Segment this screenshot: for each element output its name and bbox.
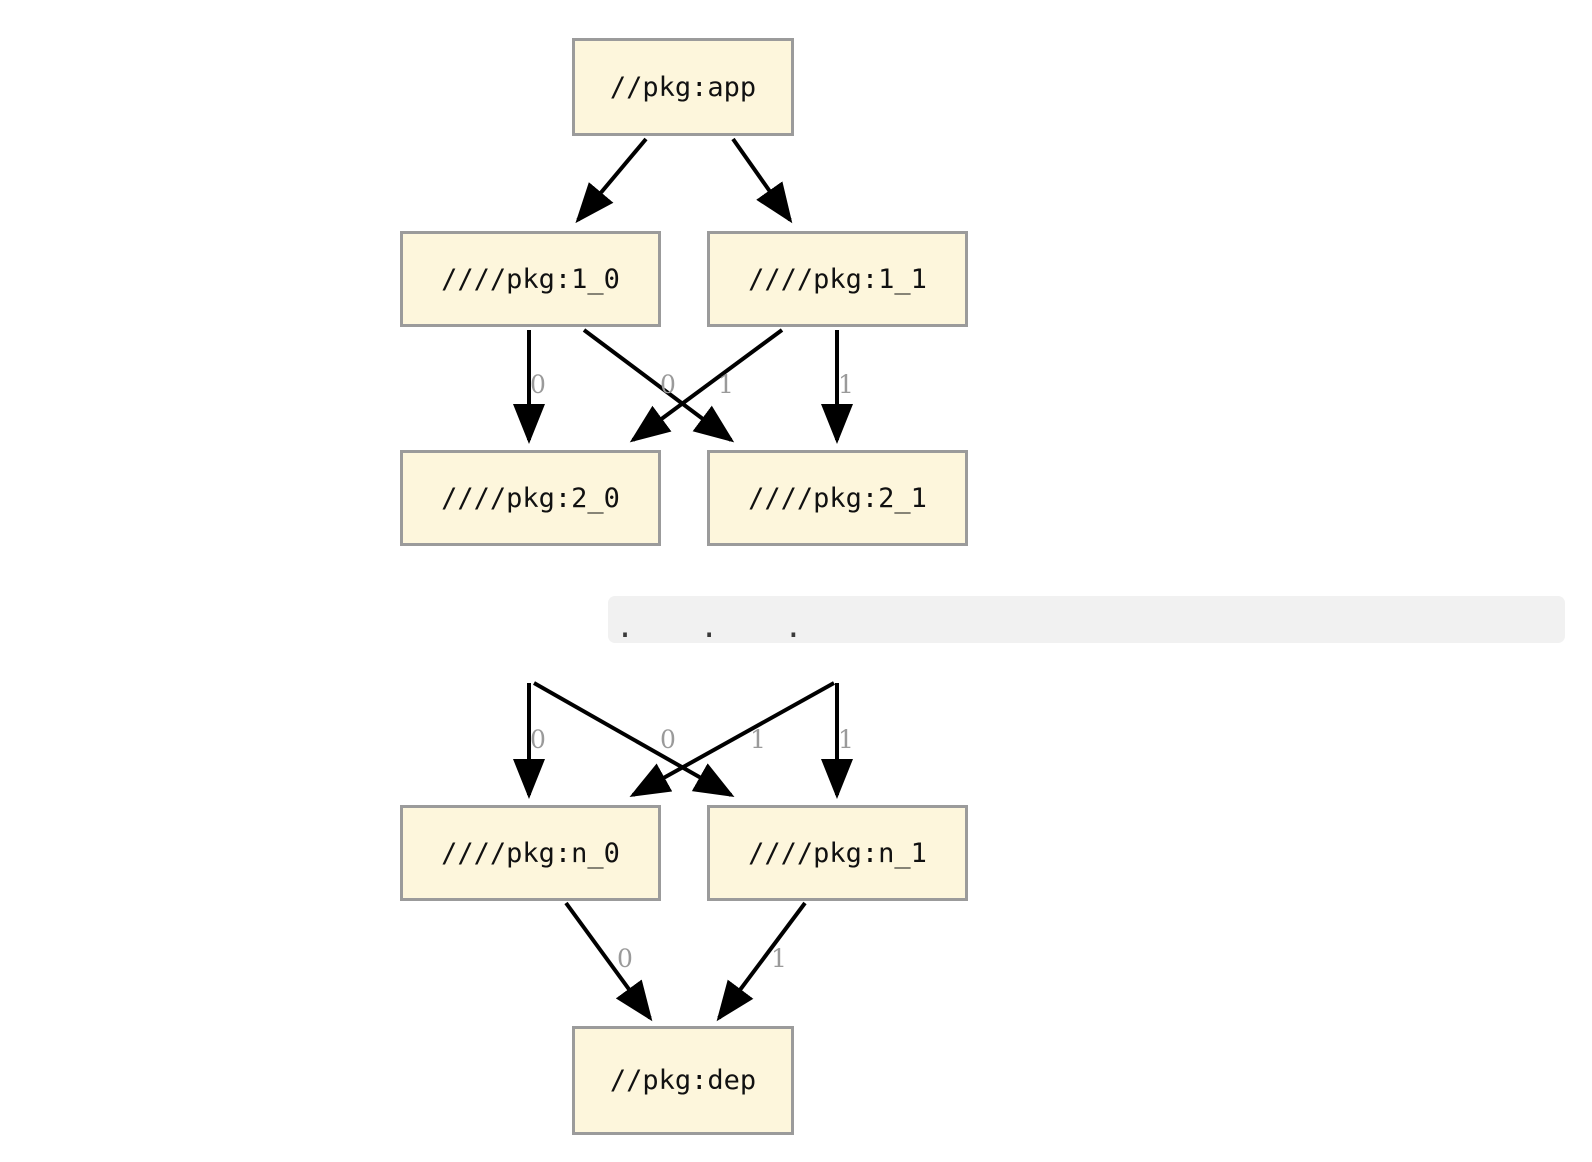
- edge-label-1_1-2_0: 1: [718, 370, 734, 399]
- node-label: ////pkg:2_0: [441, 482, 620, 514]
- node-pkg-n_1[interactable]: ////pkg:n_1: [707, 805, 968, 901]
- edge-label-n_1-dep: 1: [771, 944, 787, 973]
- node-label: //pkg:dep: [609, 1065, 757, 1096]
- edge-label-1_0-2_0: 0: [530, 370, 546, 399]
- edge-truncated-right-to-n_0: [629, 681, 835, 797]
- edge-app-to-1_1: [731, 137, 793, 224]
- edge-n_1-to-dep: [716, 901, 807, 1022]
- edge-1_0-to-2_1: [582, 328, 735, 443]
- node-label: ////pkg:n_0: [441, 837, 620, 869]
- node-label: ////pkg:n_1: [748, 837, 927, 869]
- edge-n_0-to-dep: [564, 901, 653, 1022]
- node-pkg-2_1[interactable]: ////pkg:2_1: [707, 450, 968, 546]
- node-label: //pkg:app: [609, 71, 757, 103]
- node-label: ////pkg:1_1: [748, 263, 927, 295]
- node-pkg-dep[interactable]: //pkg:dep: [572, 1026, 794, 1135]
- edge-label-n_0-dep: 0: [617, 944, 633, 973]
- edge-app-to-1_0: [575, 137, 648, 224]
- edge-label-trunc-n_0-diagonal: 1: [750, 725, 766, 754]
- node-pkg-n_0[interactable]: ////pkg:n_0: [400, 805, 661, 901]
- ellipsis-text: . . .: [616, 609, 813, 645]
- node-pkg-2_0[interactable]: ////pkg:2_0: [400, 450, 661, 546]
- edge-1_1-to-2_0: [629, 328, 784, 443]
- node-label: ////pkg:2_1: [748, 482, 927, 514]
- node-pkg-1_0[interactable]: ////pkg:1_0: [400, 231, 661, 327]
- edge-label-trunc-n_0-vertical: 0: [530, 725, 546, 754]
- node-label: ////pkg:1_0: [441, 263, 620, 295]
- edge-label-1_1-2_1: 1: [838, 370, 854, 399]
- edge-label-trunc-n_1-vertical: 1: [838, 725, 854, 754]
- edge-truncated-left-to-n_1: [533, 681, 735, 797]
- edge-label-1_0-2_1: 0: [660, 370, 676, 399]
- edge-label-trunc-n_1-diagonal: 0: [660, 725, 676, 754]
- truncation-ellipsis-band: . . .: [608, 596, 1565, 643]
- node-pkg-app[interactable]: //pkg:app: [572, 38, 794, 136]
- node-pkg-1_1[interactable]: ////pkg:1_1: [707, 231, 968, 327]
